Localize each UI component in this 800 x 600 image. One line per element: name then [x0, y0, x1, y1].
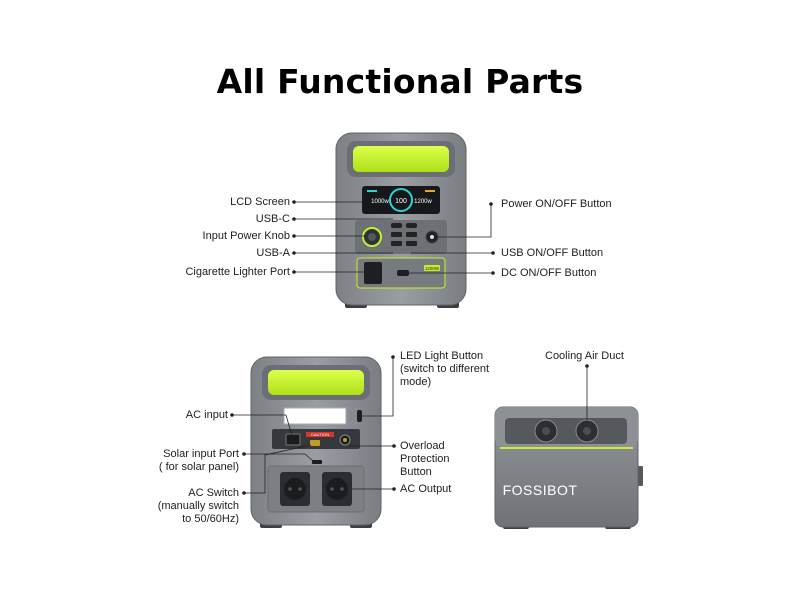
led-light-button[interactable]	[357, 410, 362, 422]
label-cooling-air-duct: Cooling Air Duct	[545, 350, 624, 362]
side-lime-stripe	[500, 447, 633, 449]
label-solar-input: Solar input Port ( for solar panel)	[158, 448, 239, 473]
back-handle	[268, 370, 364, 395]
lcd-bar-right	[425, 190, 435, 192]
ac-outlet-1-hole-right	[298, 487, 302, 491]
power-button-icon	[430, 235, 434, 239]
ac-outlet-1-face	[284, 478, 306, 500]
usb-a-port-3	[391, 241, 402, 246]
cigarette-lighter-port	[364, 262, 382, 284]
lcd-center-value: 100	[395, 198, 407, 205]
callout-ac-switch	[244, 444, 312, 494]
cooling-fan-right-hub	[583, 427, 591, 435]
label-dc-button: DC ON/OFF Button	[501, 267, 597, 279]
brand-logo: FOSSIBOT	[503, 482, 578, 498]
label-led-button: LED Light Button (switch to different mo…	[400, 350, 490, 388]
label-usb-c: USB-C	[255, 213, 290, 225]
callout-power-button	[437, 204, 492, 238]
callout-lines	[230, 200, 589, 495]
lcd-bar-left	[367, 190, 377, 192]
back-info-label	[283, 407, 347, 425]
usb-c-port-1	[391, 223, 402, 228]
back-device: CAUTION	[250, 356, 382, 528]
front-device: 100 1000w 1200w 1200W	[335, 132, 467, 308]
usb-a-port-1	[391, 232, 402, 237]
label-usb-a: USB-A	[256, 247, 290, 259]
label-power-button: Power ON/OFF Button	[501, 198, 612, 210]
capacity-badge	[424, 265, 440, 271]
caution-label	[306, 432, 334, 437]
label-cigarette-lighter-port: Cigarette Lighter Port	[185, 266, 290, 278]
label-input-power-knob: Input Power Knob	[202, 230, 290, 242]
label-usb-button: USB ON/OFF Button	[501, 247, 604, 259]
label-ac-output: AC Output	[400, 483, 452, 495]
lcd-screen	[362, 186, 440, 214]
label-ac-input: AC input	[185, 409, 228, 421]
lcd-left-value: 1000w	[371, 199, 389, 205]
label-lcd-screen: LCD Screen	[230, 196, 290, 208]
lcd-ring	[389, 188, 413, 212]
front-handle	[353, 146, 449, 172]
ac-outlet-2-hole-left	[330, 487, 334, 491]
callout-solar-input	[244, 453, 314, 462]
lcd-right-value: 1200w	[414, 199, 432, 205]
page-title: All Functional Parts	[216, 62, 584, 101]
usb-a-port-2	[406, 232, 417, 237]
ac-frequency-switch[interactable]	[310, 440, 320, 446]
cooling-air-duct	[505, 418, 627, 444]
solar-input-port	[312, 460, 322, 464]
cooling-fan-left-hub	[542, 427, 550, 435]
callout-led-button	[362, 357, 394, 417]
callout-ac-input	[232, 414, 293, 437]
ac-input-port	[285, 433, 301, 446]
caution-text: CAUTION	[311, 432, 329, 437]
ac-outlet-2-hole-right	[340, 487, 344, 491]
ac-outlet-1-hole-left	[288, 487, 292, 491]
label-overload-button: Overload Protection Button	[400, 440, 450, 478]
ac-outlet-2-face	[326, 478, 348, 500]
usb-a-port-4	[406, 241, 417, 246]
side-device: FOSSIBOT	[494, 406, 643, 529]
usb-c-port-2	[406, 223, 417, 228]
label-ac-switch: AC Switch (manually switch to 50/60Hz)	[157, 487, 239, 525]
overload-button-center	[343, 438, 347, 442]
knob-center	[368, 233, 376, 241]
side-connector	[638, 466, 643, 486]
capacity-badge-text: 1200W	[425, 266, 440, 271]
